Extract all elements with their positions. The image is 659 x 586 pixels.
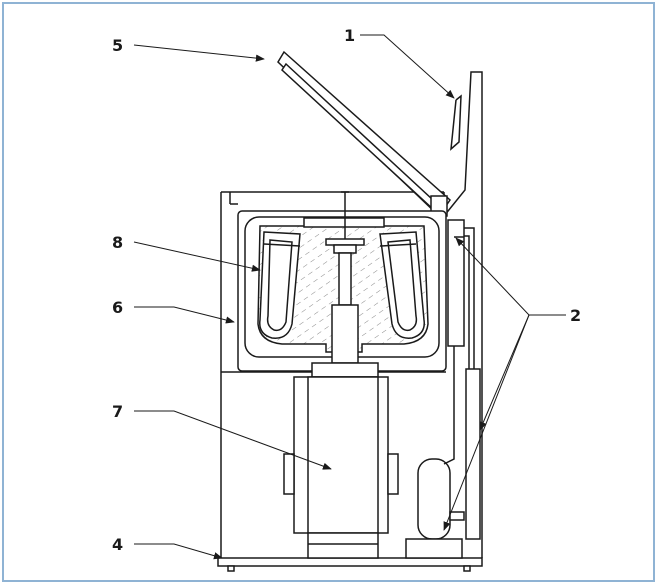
base-plate: [217, 557, 483, 572]
callout-4: 4: [112, 535, 123, 554]
callout-1: 1: [344, 26, 355, 45]
refrigeration-unit: [405, 219, 481, 559]
leader-lines: [133, 34, 566, 560]
open-lid: [277, 50, 451, 218]
callout-5: 5: [112, 36, 123, 55]
callout-labels: 5 1 8 6 7 4 2: [112, 26, 581, 554]
callout-7: 7: [112, 402, 123, 421]
callout-8: 8: [112, 233, 123, 252]
left-bucket: [259, 231, 301, 339]
callout-2: 2: [570, 306, 581, 325]
centrifuge-cross-section-diagram: 5 1 8 6 7 4 2: [112, 26, 581, 572]
motor: [283, 362, 399, 559]
right-bucket: [379, 231, 425, 339]
callout-6: 6: [112, 298, 123, 317]
drive-shaft: [325, 191, 365, 364]
